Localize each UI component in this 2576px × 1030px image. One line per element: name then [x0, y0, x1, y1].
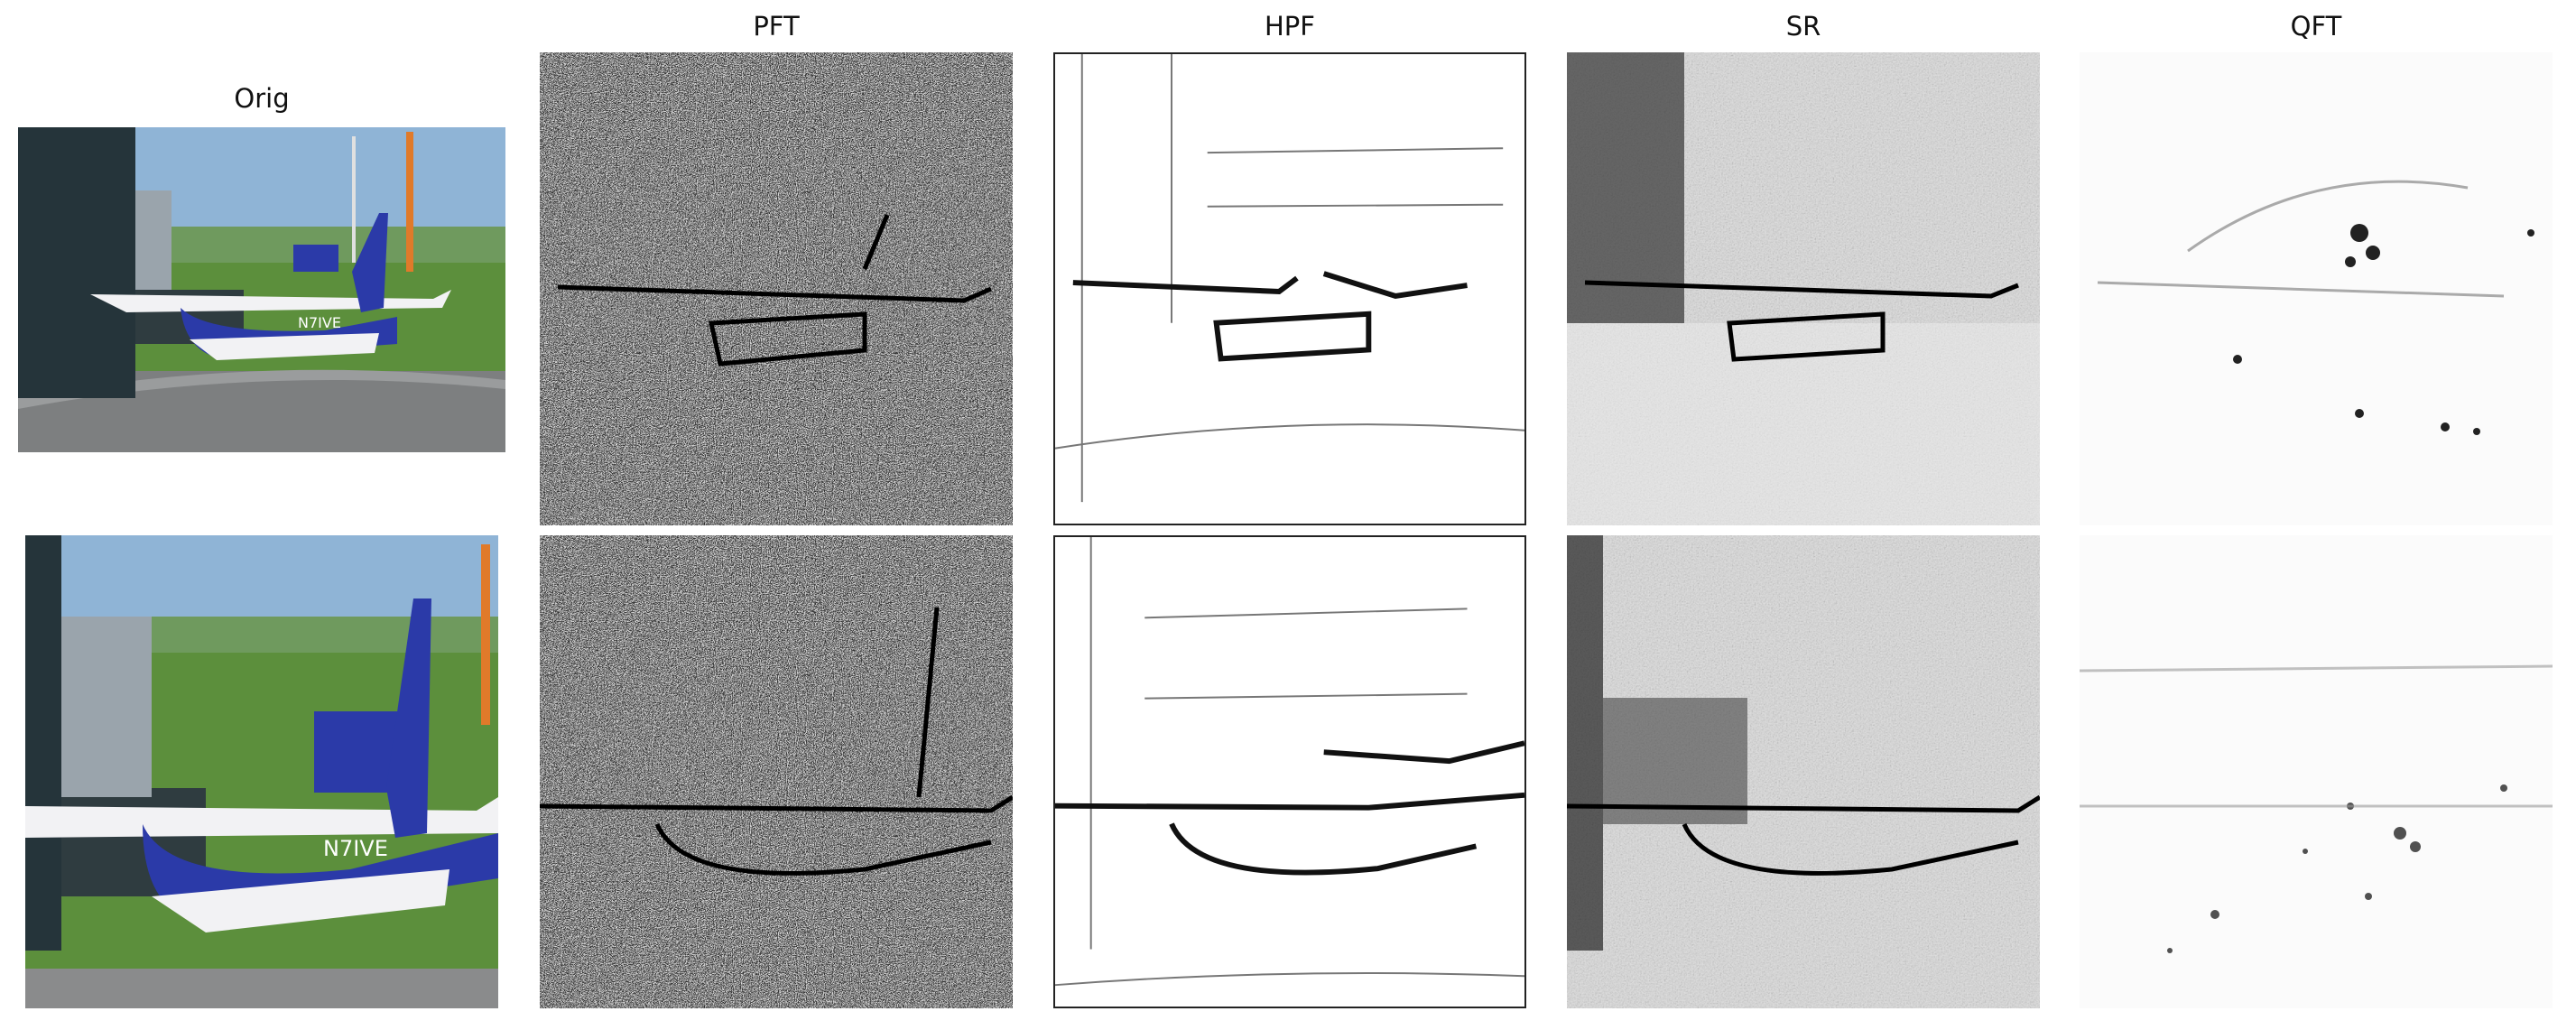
pft-map-row-1	[540, 52, 1013, 525]
orig-image-row-2: N7IVE	[25, 535, 498, 1008]
pft-map-row-2	[540, 535, 1013, 1008]
qft-map-row-2	[2080, 535, 2553, 1008]
sr-map-row-1	[1567, 52, 2040, 525]
orig-image-row-1: N7IVE	[18, 127, 505, 452]
hpf-map-row-2	[1053, 535, 1526, 1008]
qft-map-row-1	[2080, 52, 2553, 525]
aircraft-marking: N7IVE	[323, 836, 388, 861]
column-title-sr: SR	[1785, 11, 1821, 42]
column-title-orig: Orig	[234, 83, 290, 114]
column-title-hpf: HPF	[1265, 11, 1315, 42]
column-title-qft: QFT	[2290, 11, 2342, 42]
aircraft-marking: N7IVE	[298, 314, 341, 331]
column-title-pft: PFT	[753, 11, 800, 42]
hpf-map-row-1	[1053, 52, 1526, 525]
sr-map-row-2	[1567, 535, 2040, 1008]
